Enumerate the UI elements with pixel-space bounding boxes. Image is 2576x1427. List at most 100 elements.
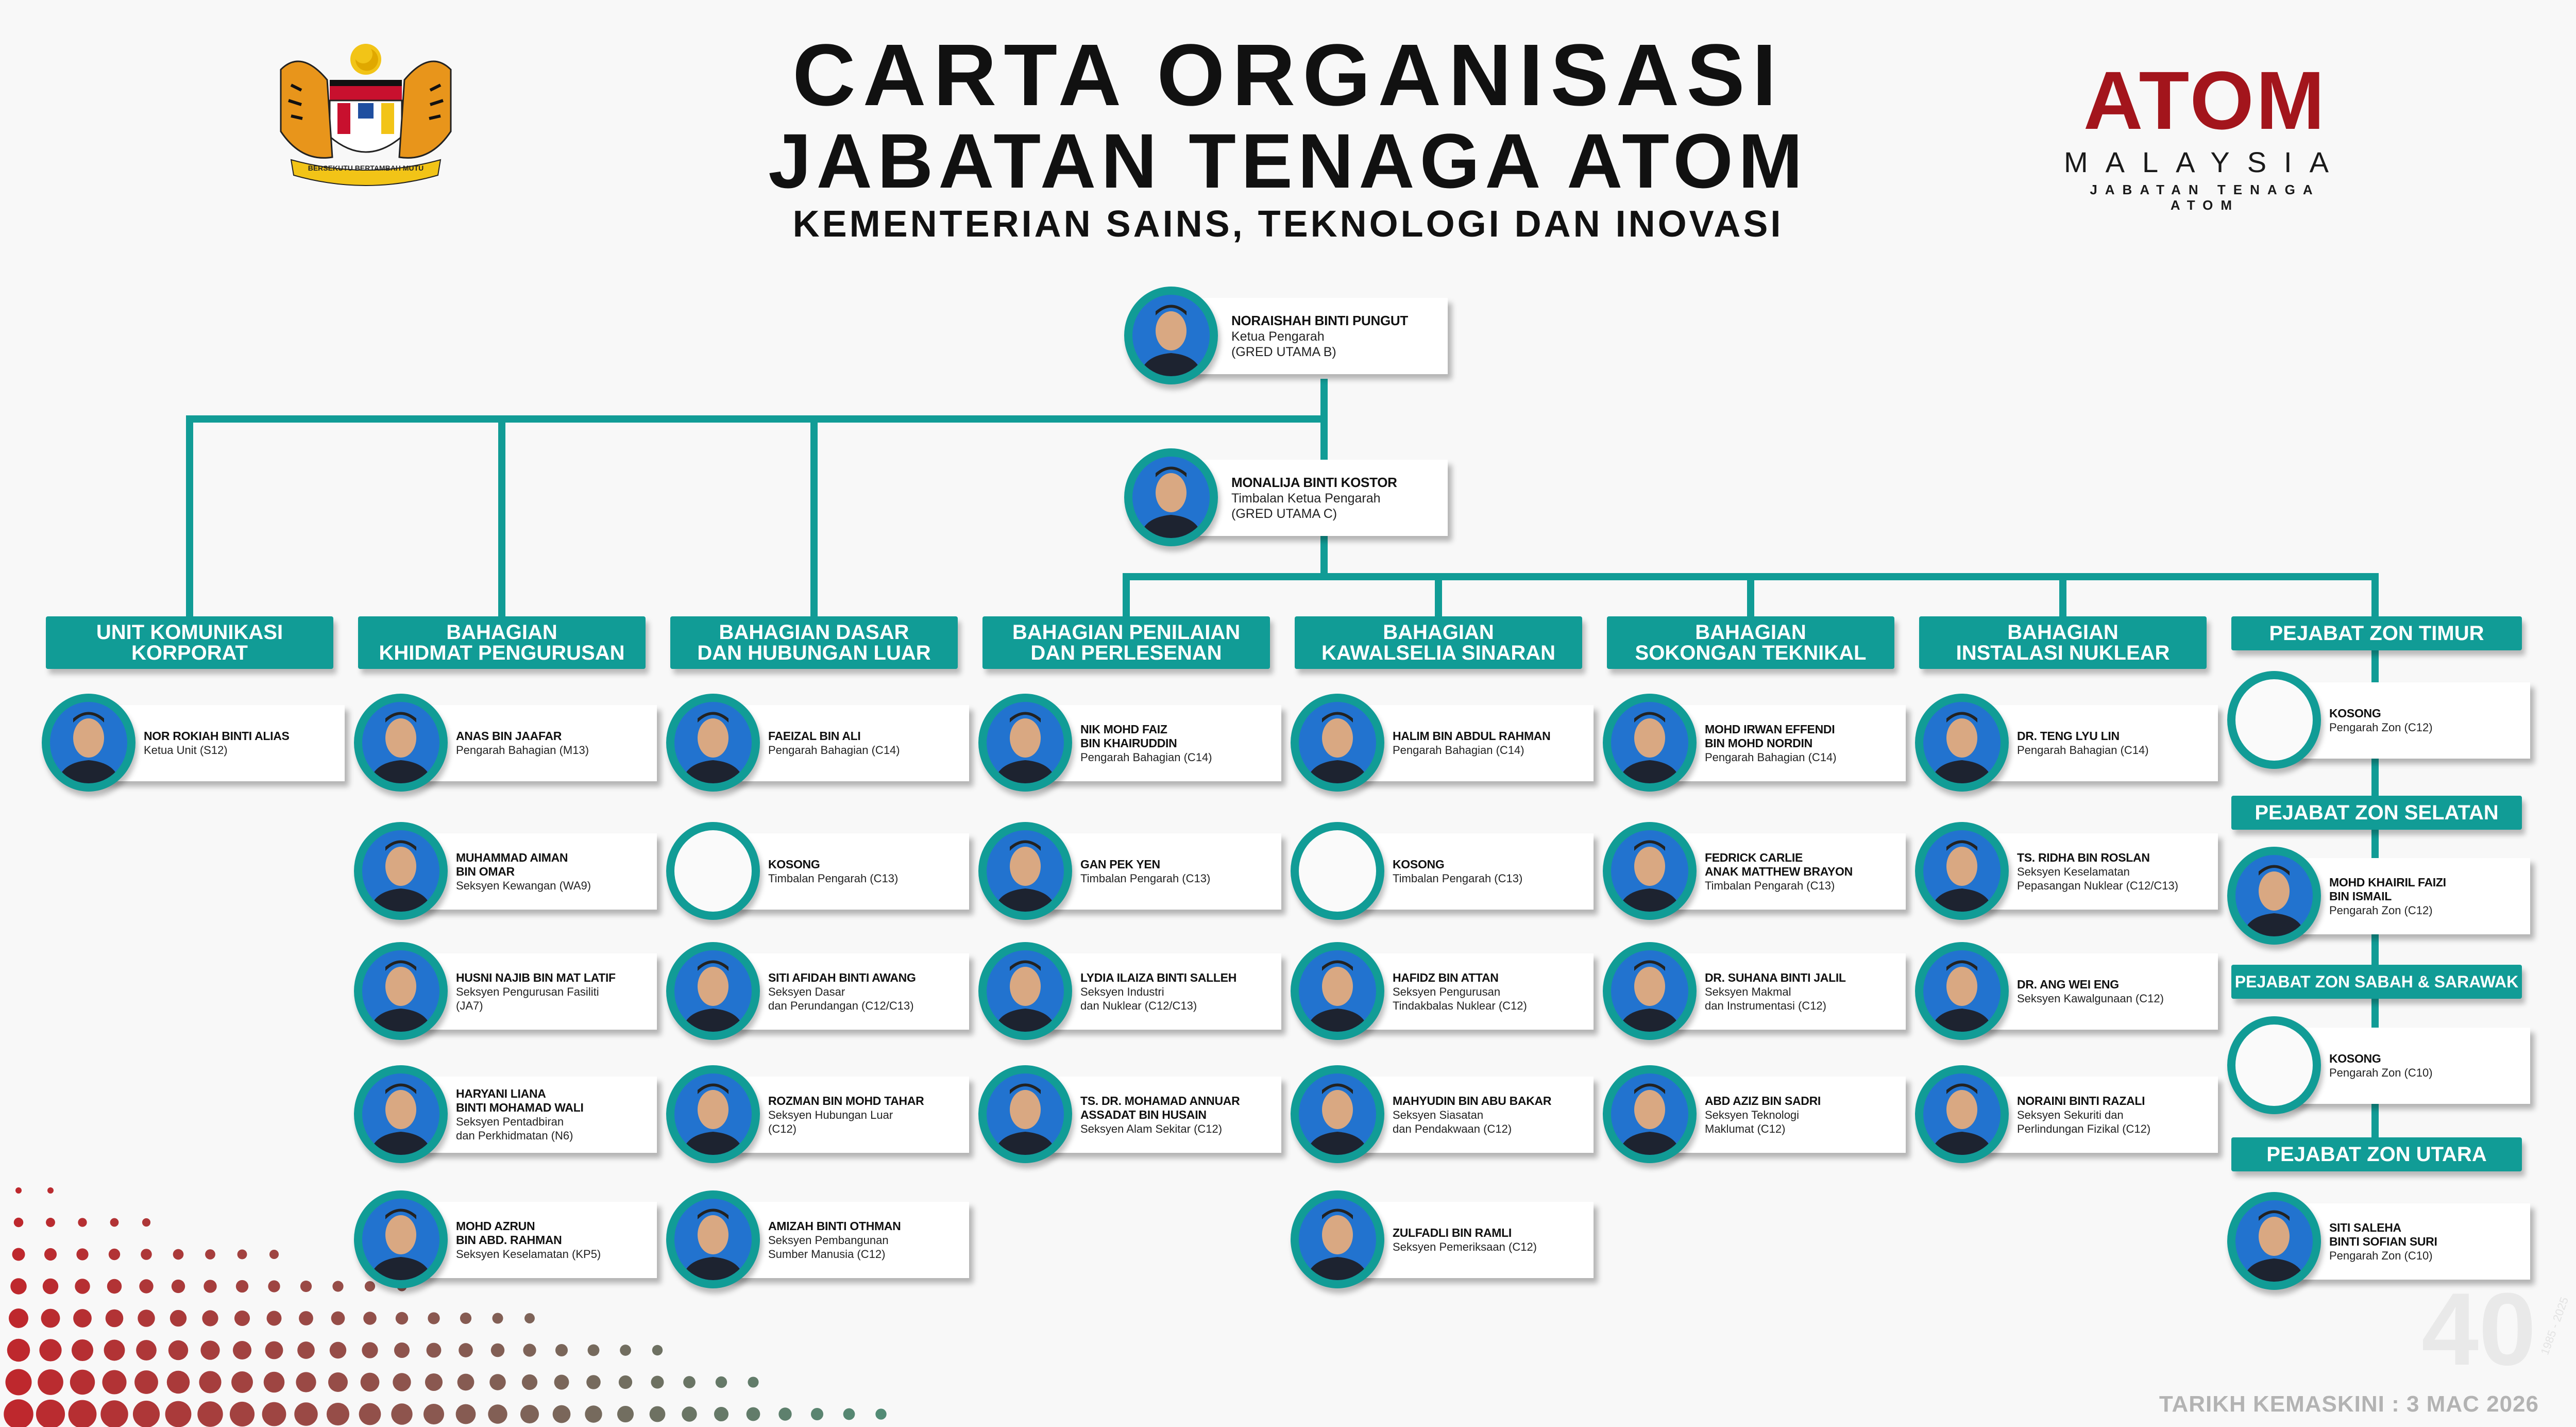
- zone-office-header: PEJABAT ZON UTARA: [2231, 1137, 2522, 1171]
- zone-office-header: PEJABAT ZON SELATAN: [2231, 796, 2522, 830]
- staff-name: FEDRICK CARLIE ANAK MATTHEW BRAYON: [1705, 850, 1853, 878]
- halftone-dot: [104, 1339, 125, 1361]
- halftone-dot: [586, 1375, 601, 1389]
- photo-frame: [1132, 295, 1210, 376]
- photo-frame: [1299, 950, 1376, 1032]
- halftone-dot: [132, 1400, 160, 1427]
- staff-photo-avatar: [354, 822, 448, 920]
- halftone-dot: [364, 1281, 376, 1292]
- connector-line: [1435, 573, 1442, 619]
- staff-role: Seksyen Teknologi Maklumat (C12): [1705, 1108, 1800, 1135]
- person-silhouette-icon: [2243, 1210, 2305, 1282]
- halftone-dot: [100, 1400, 128, 1427]
- staff-role: Pengarah Zon (C12): [2329, 903, 2433, 917]
- person-silhouette-icon: [1307, 1208, 1368, 1280]
- staff-role: Seksyen Makmal dan Instrumentasi (C12): [1705, 985, 1826, 1012]
- person-silhouette-icon: [370, 1208, 432, 1280]
- halftone-dot: [70, 1369, 95, 1395]
- card-text: TS. DR. MOHAMAD ANNUAR ASSADAT BIN HUSAI…: [1080, 1077, 1276, 1153]
- staff-role: Pengarah Zon (C10): [2329, 1066, 2433, 1079]
- staff-role: Ketua Unit (S12): [144, 744, 228, 757]
- division-header: BAHAGIAN SOKONGAN TEKNIKAL: [1607, 616, 1894, 669]
- halftone-dot: [332, 1281, 344, 1292]
- photo-frame: [1611, 830, 1688, 912]
- photo-frame: [1611, 1073, 1688, 1155]
- anniversary-years: 1985 - 2025: [2538, 1295, 2571, 1357]
- halftone-dot: [523, 1344, 536, 1357]
- halftone-dot: [165, 1401, 192, 1427]
- halftone-dot: [134, 1370, 158, 1394]
- staff-role: Seksyen Sekuriti dan Perlindungan Fizika…: [2017, 1108, 2151, 1135]
- halftone-dot: [168, 1340, 189, 1361]
- staff-role: Seksyen Keselamatan Pepasangan Nuklear (…: [2017, 865, 2179, 892]
- staff-role: Pengarah Zon (C12): [2329, 721, 2433, 734]
- connector-line: [186, 415, 193, 619]
- person-silhouette-icon: [1619, 712, 1681, 783]
- halftone-dot: [746, 1407, 760, 1421]
- staff-name: ABD AZIZ BIN SADRI: [1705, 1094, 1821, 1107]
- logo-wordmark: ATOM: [2083, 54, 2327, 146]
- halftone-dot: [15, 1187, 22, 1194]
- halftone-dot: [262, 1402, 286, 1426]
- person-silhouette-icon: [2243, 865, 2305, 936]
- staff-name: NORAINI BINTI RAZALI: [2017, 1094, 2145, 1107]
- halftone-dot: [9, 1308, 28, 1328]
- staff-name: KOSONG: [2329, 707, 2381, 720]
- staff-photo-avatar: [1915, 1065, 2009, 1163]
- person-silhouette-icon: [1931, 840, 1993, 912]
- halftone-dot: [585, 1405, 602, 1423]
- division-header: BAHAGIAN PENILAIAN DAN PERLESENAN: [982, 616, 1270, 669]
- halftone-dot: [296, 1372, 316, 1392]
- person-silhouette-icon: [1307, 1083, 1368, 1155]
- photo-frame: [1299, 830, 1376, 912]
- person-silhouette-icon: [370, 1083, 432, 1155]
- halftone-dot: [202, 1310, 218, 1327]
- staff-role: Seksyen Pemeriksaan (C12): [1393, 1240, 1537, 1253]
- connector-line: [1123, 573, 1130, 619]
- photo-frame: [674, 702, 752, 783]
- person-silhouette-icon: [1619, 1083, 1681, 1155]
- halftone-dot: [105, 1309, 124, 1328]
- staff-photo-avatar: [354, 1190, 448, 1288]
- halftone-dot: [521, 1374, 538, 1390]
- connector-line: [1320, 536, 1328, 580]
- halftone-dot: [552, 1405, 571, 1423]
- photo-frame: [2235, 1025, 2313, 1106]
- staff-name: ROZMAN BIN MOHD TAHAR: [768, 1094, 924, 1107]
- staff-role: Ketua Pengarah (GRED UTAMA B): [1231, 329, 1336, 359]
- vacant-avatar-placeholder: [1291, 822, 1384, 920]
- halftone-dot: [395, 1312, 409, 1325]
- person-silhouette-icon: [994, 1083, 1056, 1155]
- connector-line: [498, 415, 505, 619]
- staff-name: DR. ANG WEI ENG: [2017, 978, 2119, 991]
- staff-role: Seksyen Pembangunan Sumber Manusia (C12): [768, 1233, 889, 1261]
- staff-photo-avatar: [2227, 847, 2321, 945]
- halftone-dot: [269, 1249, 279, 1260]
- halftone-dot: [142, 1218, 151, 1227]
- halftone-dot: [488, 1404, 507, 1424]
- staff-role: Seksyen Dasar dan Perundangan (C12/C13): [768, 985, 914, 1012]
- staff-photo-avatar: [1291, 942, 1384, 1040]
- photo-frame: [1299, 1073, 1376, 1155]
- person-silhouette-icon: [370, 960, 432, 1032]
- staff-name: ZULFADLI BIN RAMLI: [1393, 1226, 1512, 1239]
- halftone-dot: [10, 1278, 27, 1295]
- halftone-dot: [524, 1313, 535, 1323]
- halftone-dot: [875, 1408, 887, 1420]
